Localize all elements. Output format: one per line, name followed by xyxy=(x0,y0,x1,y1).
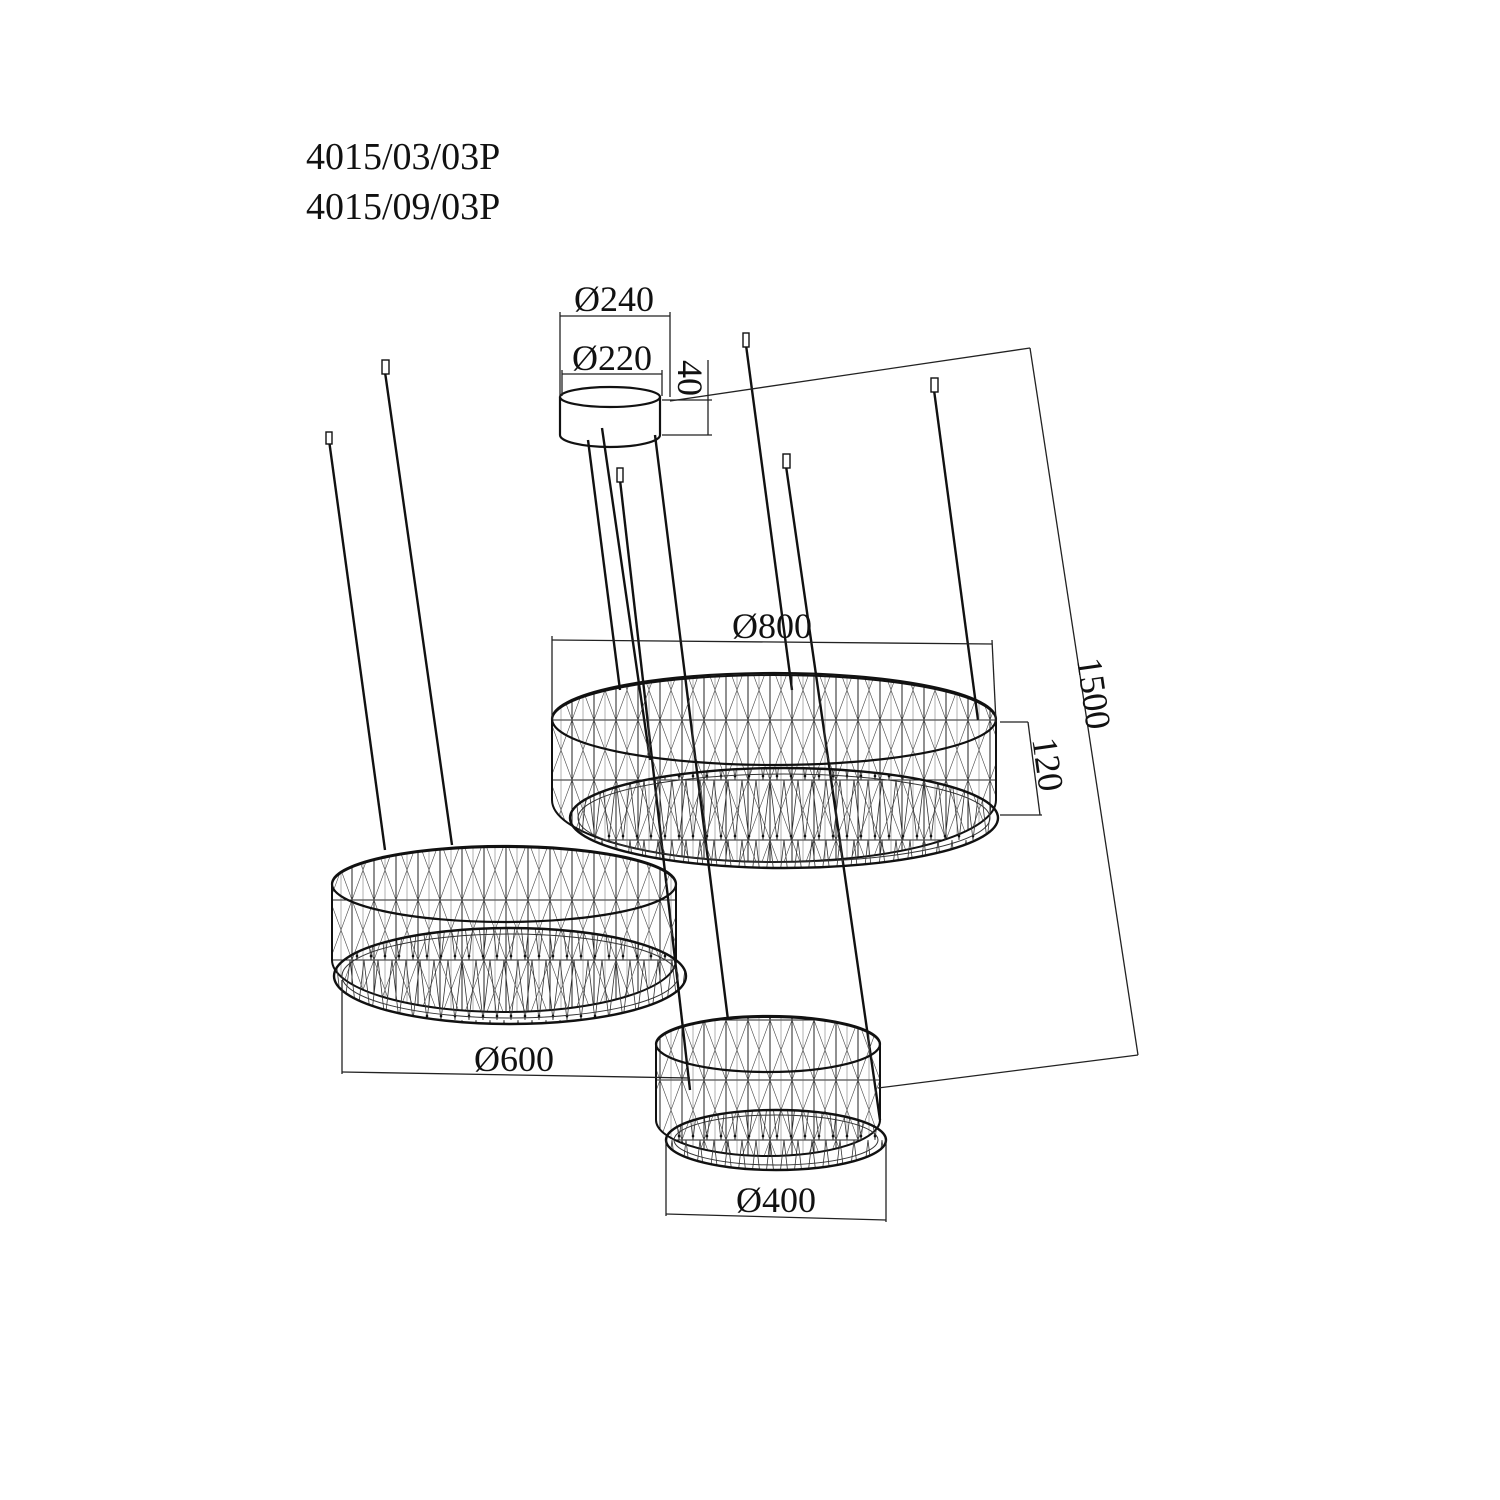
ring-height-label: 120 xyxy=(1024,735,1071,794)
model-code-list: 4015/03/03P 4015/09/03P xyxy=(306,132,500,232)
ring-medium xyxy=(330,844,688,1026)
canopy-height-label: 40 xyxy=(670,360,710,396)
ring-large xyxy=(550,671,1000,870)
canopy xyxy=(558,385,662,449)
canopy-outer-diameter-label: Ø240 xyxy=(574,279,654,319)
model-code: 4015/09/03P xyxy=(306,186,501,228)
small-ring-diameter-label: Ø400 xyxy=(736,1180,816,1220)
medium-ring-diameter-label: Ø600 xyxy=(474,1039,554,1079)
large-ring-diameter-label: Ø800 xyxy=(732,606,812,646)
canopy-inner-diameter-label: Ø220 xyxy=(572,338,652,378)
model-code: 4015/03/03P xyxy=(306,136,501,178)
total-height-label: 1500 xyxy=(1069,655,1119,732)
ring-small xyxy=(654,1014,888,1172)
dimension-lines xyxy=(341,312,1139,1222)
